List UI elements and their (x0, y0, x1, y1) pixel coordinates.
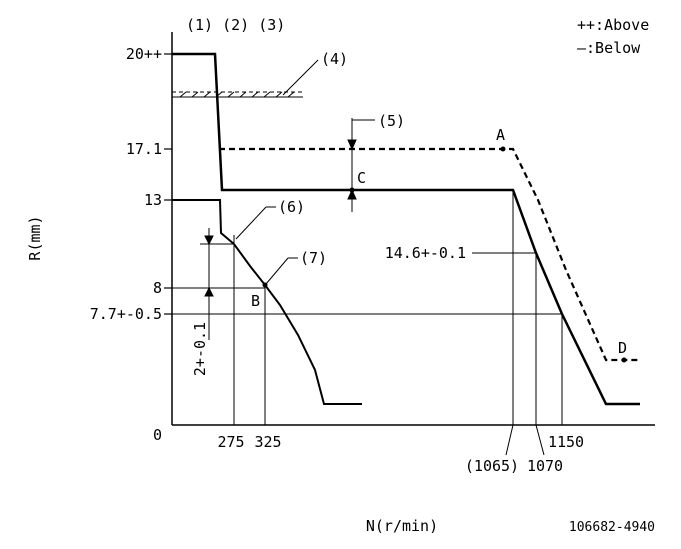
x-tick-1070: 1070 (527, 457, 563, 475)
callout-6: (6) (278, 198, 305, 216)
point-d-label: D (618, 339, 627, 357)
legend-below: —:Below (577, 39, 641, 57)
reference-lines (172, 190, 563, 456)
figure-id: 106682-4940 (569, 520, 655, 535)
y-tick-20: 20++ (126, 45, 162, 63)
annotation-2: 2+-0.1 (191, 322, 209, 376)
y-tick-marks (164, 53, 172, 315)
point-a-marker (500, 146, 506, 152)
legend-above: ++:Above (577, 16, 649, 34)
point-b-marker (262, 282, 268, 288)
point-a-label: A (496, 126, 505, 144)
callout-7: (7) (300, 249, 327, 267)
x-tick-1150: 1150 (548, 433, 584, 451)
callout-4: (4) (321, 50, 348, 68)
y-tick-8: 8 (153, 279, 162, 297)
hatched-band (172, 59, 319, 98)
x-tick-1065: (1065) (465, 457, 519, 475)
x-tick-275: 275 (217, 433, 244, 451)
x-axis-title: N(r/min) (366, 517, 438, 535)
leader-lines (235, 206, 298, 285)
y-tick-17-1: 17.1 (126, 140, 162, 158)
callout-5: (5) (378, 112, 405, 130)
point-c-label: C (357, 169, 366, 187)
y-axis-title: R(mm) (26, 215, 44, 260)
dashed-upper-curve (219, 147, 640, 362)
full-load-curve (172, 52, 640, 406)
y-tick-7-7: 7.7+-0.5 (90, 305, 162, 323)
annotation-14-6: 14.6+-0.1 (385, 244, 466, 262)
dimension-2 (200, 228, 233, 340)
top-callouts: (1) (2) (3) (186, 16, 285, 34)
origin-label: 0 (153, 426, 162, 444)
point-c-marker (349, 187, 355, 193)
point-d-marker (621, 357, 627, 363)
point-b-label: B (251, 292, 260, 310)
dimension-5 (347, 118, 375, 212)
y-tick-13: 13 (144, 191, 162, 209)
x-tick-325: 325 (254, 433, 281, 451)
